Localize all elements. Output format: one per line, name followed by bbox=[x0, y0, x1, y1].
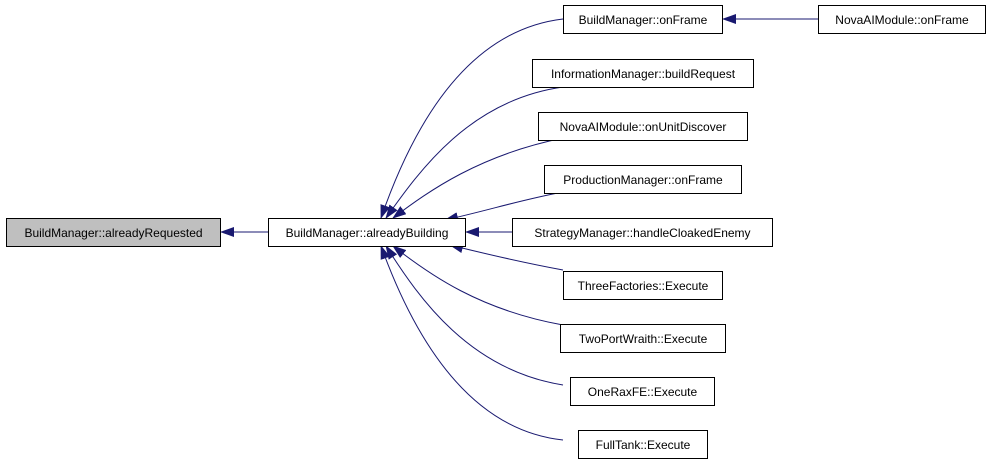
node-already-requested[interactable]: BuildManager::alreadyRequested bbox=[6, 218, 221, 247]
edge-pmonframe-to-building bbox=[444, 191, 564, 223]
node-nova-on-unit-discover[interactable]: NovaAIModule::onUnitDiscover bbox=[538, 112, 748, 141]
node-im-build-request[interactable]: InformationManager::buildRequest bbox=[532, 59, 754, 88]
edge-threefactories-to-building bbox=[449, 243, 564, 271]
node-two-port-wraith[interactable]: TwoPortWraith::Execute bbox=[560, 324, 726, 353]
edge-onunitdiscover-to-building bbox=[392, 137, 564, 219]
node-sm-handle-cloaked[interactable]: StrategyManager::handleCloakedEnemy bbox=[512, 218, 773, 247]
node-already-building[interactable]: BuildManager::alreadyBuilding bbox=[268, 218, 466, 247]
node-nova-on-frame[interactable]: NovaAIModule::onFrame bbox=[818, 5, 986, 34]
edge-fulltank-to-building bbox=[380, 245, 564, 441]
node-pm-on-frame[interactable]: ProductionManager::onFrame bbox=[544, 165, 742, 194]
edge-buildrequest-to-building bbox=[385, 86, 564, 219]
node-full-tank[interactable]: FullTank::Execute bbox=[578, 430, 708, 459]
node-bm-on-frame[interactable]: BuildManager::onFrame bbox=[563, 5, 723, 34]
edge-twoportwraith-to-building bbox=[392, 245, 564, 326]
node-one-rax-fe[interactable]: OneRaxFE::Execute bbox=[570, 377, 715, 406]
edge-bmonframe-to-building bbox=[380, 18, 564, 219]
node-three-factories[interactable]: ThreeFactories::Execute bbox=[563, 271, 723, 300]
edge-oneraxfe-to-building bbox=[385, 245, 564, 386]
